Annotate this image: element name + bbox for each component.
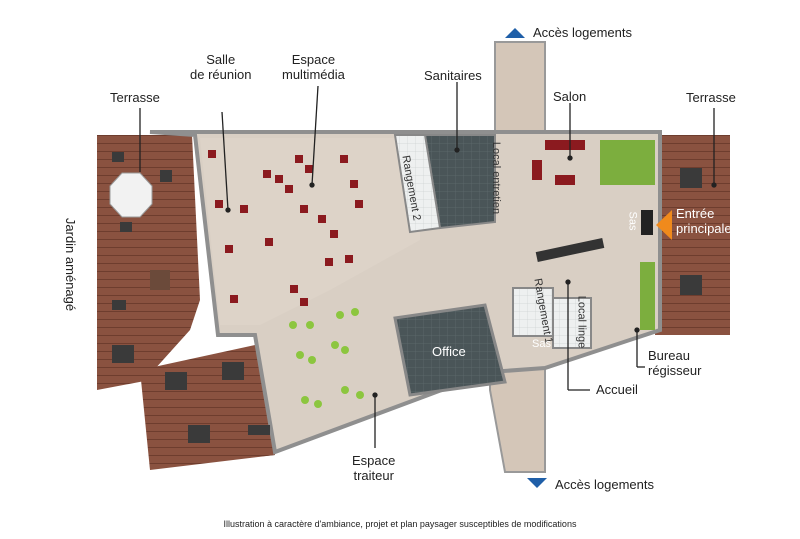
entrance-mat <box>641 210 653 235</box>
local-linge-room <box>552 297 592 349</box>
traiteur-furniture <box>289 308 364 408</box>
garden-top <box>600 140 655 185</box>
umbrella <box>109 172 153 218</box>
line: Espace <box>352 453 396 468</box>
line: Bureau <box>648 348 690 363</box>
terrace-furniture <box>112 152 702 443</box>
label-acces-logements-top: Accès logements <box>533 25 632 40</box>
terrace-right <box>655 135 730 335</box>
corridor-top <box>494 41 546 141</box>
room-local-linge: Local linge <box>575 295 588 349</box>
access-arrow-up-icon <box>505 28 525 38</box>
label-salon: Salon <box>553 89 587 104</box>
label-terrasse-right: Terrasse <box>686 90 736 105</box>
rangement-2-room <box>393 134 442 234</box>
room-local-entretien: Local entretien <box>490 141 503 215</box>
line: traiteur <box>353 468 394 483</box>
meeting-room-floor <box>200 138 420 325</box>
access-arrow-down-icon <box>527 478 547 488</box>
label-accueil: Accueil <box>596 382 638 397</box>
label-terrasse-left: Terrasse <box>110 90 160 105</box>
leader-lines <box>139 82 717 448</box>
line: Espace <box>291 52 336 67</box>
terrace-left-lower <box>140 345 275 470</box>
reception-desk <box>535 238 605 262</box>
room-sas-right: Sas <box>626 211 639 231</box>
line: de réunion <box>190 67 252 82</box>
label-acces-logements-bottom: Accès logements <box>555 477 654 492</box>
label-office: Office <box>432 344 466 359</box>
line: Entrée <box>676 206 715 221</box>
entrance-arrow-icon <box>656 210 672 240</box>
line: Salle <box>206 52 236 67</box>
room-sas-bottom: Sas <box>532 338 551 350</box>
label-jardin-amenage: Jardin aménagé <box>63 217 79 312</box>
disclaimer: Illustration à caractère d'ambiance, pro… <box>223 519 577 529</box>
line: multimédia <box>282 67 345 82</box>
rangement-1-room <box>512 287 554 337</box>
line: régisseur <box>648 363 702 378</box>
office-room <box>393 303 507 397</box>
garden-bottom <box>640 262 655 330</box>
line: principale <box>676 221 732 236</box>
label-sanitaires: Sanitaires <box>424 68 482 83</box>
meeting-furniture <box>208 140 585 306</box>
